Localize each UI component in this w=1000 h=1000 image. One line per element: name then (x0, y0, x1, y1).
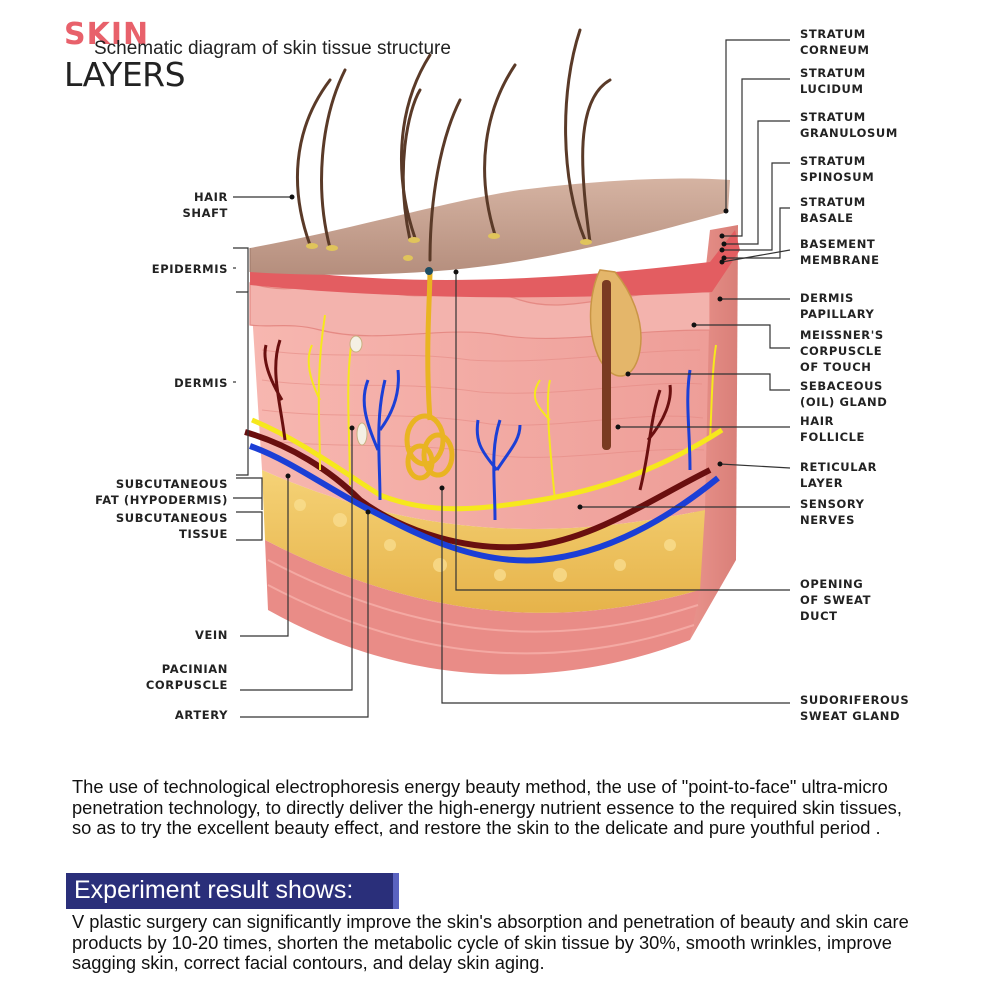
sweat-duct (425, 267, 433, 421)
label-vein: VEIN (194, 628, 228, 642)
label-sweat-duct-opening: OPENING OF SWEAT DUCT (800, 577, 872, 623)
brand-skin-word: SKIN (64, 17, 150, 52)
label-stratum-lucidum: STRATUM LUCIDUM (800, 66, 866, 96)
skin-layers-diagram: SKIN LAYERS Schematic diagram of skin ti… (64, 17, 910, 723)
label-basement-membrane: BASEMENT MEMBRANE (800, 237, 880, 267)
hair-follicle (602, 280, 611, 450)
meissner-corpuscle (349, 335, 363, 353)
label-stratum-spinosum: STRATUM SPINOSUM (800, 154, 875, 184)
subcutaneous-fat-layer (262, 470, 705, 613)
artery-vessel (244, 429, 712, 551)
result-paragraph: V plastic surgery can significantly impr… (72, 911, 909, 973)
intro-paragraph: The use of technological electrophoresis… (72, 776, 902, 838)
subcutaneous-tissue-layer (265, 540, 700, 675)
label-epidermis: EPIDERMIS (151, 262, 228, 276)
leader-dots (285, 194, 729, 515)
label-stratum-granulosum: STRATUM GRANULOSUM (800, 110, 898, 140)
fat-texture (294, 499, 676, 582)
skin-block-illustration (233, 28, 791, 718)
leader-lines-left (233, 196, 369, 718)
nerve-branches (307, 314, 717, 501)
label-sebaceous-gland: SEBACEOUS (OIL) GLAND (800, 379, 888, 409)
hair-shafts (296, 28, 612, 262)
label-dermis: DERMIS (174, 376, 228, 390)
sweat-gland-coil (404, 413, 455, 481)
artery-branches (263, 339, 672, 491)
label-subcutaneous-fat: SUBCUTANEOUS FAT (HYPODERMIS) (95, 477, 228, 507)
leader-lines-right (441, 39, 791, 704)
diagram-title: Schematic diagram of skin tissue structu… (94, 38, 451, 59)
label-hair-shaft: HAIR SHAFT (182, 190, 228, 220)
label-pacinian-corpuscle: PACINIAN CORPUSCLE (145, 662, 228, 692)
nerve-fiber (251, 417, 724, 512)
label-hair-follicle: HAIR FOLLICLE (800, 414, 865, 444)
brand-layers-word: LAYERS (64, 55, 186, 94)
pacinian-corpuscle (356, 422, 368, 446)
label-sensory-nerves: SENSORY NERVES (800, 497, 865, 527)
vein-branches (362, 369, 692, 521)
epidermis-surface (250, 178, 730, 275)
label-dermis-papillary: DERMIS PAPILLARY (800, 291, 875, 321)
hair-bases (306, 233, 592, 261)
vein-vessel (249, 443, 720, 564)
label-reticular-layer: RETICULAR LAYER (800, 460, 878, 490)
label-meissner-corpuscle: MEISSNER'S CORPUSCLE OF TOUCH (800, 328, 884, 374)
label-subcutaneous-tissue: SUBCUTANEOUS TISSUE (115, 511, 228, 541)
sweat-duct-opening (425, 267, 433, 275)
label-artery: ARTERY (174, 708, 228, 722)
label-stratum-corneum: STRATUM CORNEUM (800, 27, 870, 57)
result-title: Experiment result shows: (74, 876, 354, 904)
label-sweat-gland: SUDORIFEROUS SWEAT GLAND (800, 693, 910, 723)
label-stratum-basale: STRATUM BASALE (800, 195, 866, 225)
result-banner: Experiment result shows: (66, 873, 399, 909)
